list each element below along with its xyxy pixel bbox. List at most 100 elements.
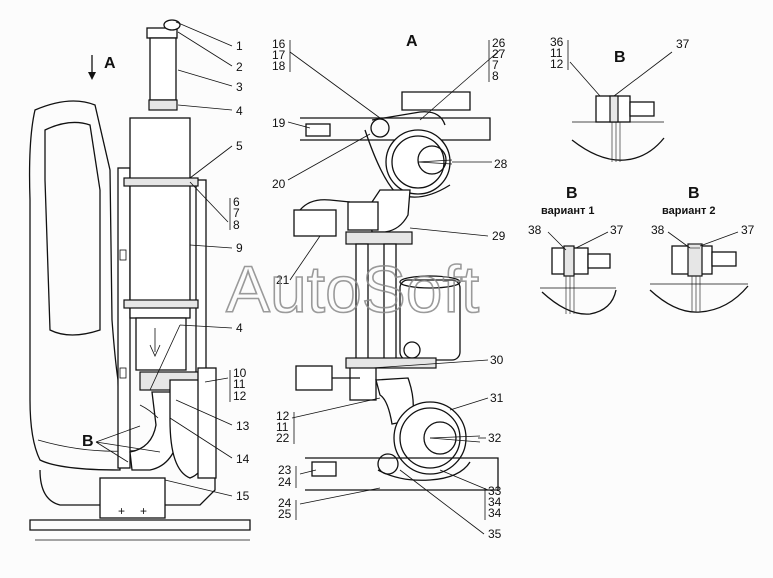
- callout-29: 29: [492, 229, 506, 243]
- callout-37c: 37: [741, 223, 755, 237]
- flap: [163, 19, 181, 31]
- right-callouts-top: 36 11 12 37: [550, 35, 690, 71]
- center-leaders: [287, 49, 501, 535]
- callout-7: 7: [233, 206, 240, 220]
- callout-38a: 38: [528, 223, 542, 237]
- strap-upper: [123, 177, 199, 187]
- callout-21: 21: [276, 273, 290, 287]
- callout-33: 33: [488, 484, 502, 498]
- tailpipe: [149, 37, 177, 101]
- top-plate: [401, 91, 471, 111]
- lower-bracket-23: [311, 461, 337, 477]
- view-label-a-left: A: [104, 55, 116, 72]
- side-tank: [197, 367, 217, 479]
- callout-31: 31: [490, 391, 504, 405]
- callout-34b: 34: [488, 506, 502, 520]
- callout-30: 30: [490, 353, 504, 367]
- callout-35: 35: [488, 527, 502, 541]
- callout-16: 16: [272, 37, 286, 51]
- cab-window: [44, 121, 101, 336]
- lower-plate: [345, 357, 437, 369]
- left-callouts: 1 2 3 4 5 6 7 8 9 4 10 11 12 13 14 15: [229, 39, 250, 503]
- callout-25: 25: [278, 507, 292, 521]
- callout-14: 14: [236, 452, 250, 466]
- center-callouts: 16 17 18 19 20 21 26 27 7 8 28 29 30 31 …: [272, 36, 508, 541]
- callout-2: 2: [236, 60, 243, 74]
- strap-lower: [123, 299, 199, 309]
- callout-11r: 11: [550, 46, 563, 60]
- mid-flange-block: [347, 201, 379, 231]
- bracket-post-left: [117, 167, 131, 469]
- callout-18: 18: [272, 59, 286, 73]
- view-b-title-top: B: [614, 49, 626, 66]
- mid-plate: [345, 231, 413, 245]
- callout-6: 6: [233, 195, 240, 209]
- callout-5: 5: [236, 139, 243, 153]
- step-box: [39, 455, 216, 506]
- callout-13: 13: [236, 419, 250, 433]
- callout-3: 3: [236, 80, 243, 94]
- bracket-post-right: [195, 179, 207, 381]
- left-view-assembly: + + A B: [28, 19, 251, 541]
- view-label-a-center: A: [406, 33, 418, 50]
- battery-box: [99, 477, 166, 519]
- callout-34a: 34: [488, 495, 502, 509]
- view-b-variant-1: B вариант 1 38 37: [528, 185, 624, 315]
- callout-8: 8: [233, 218, 240, 232]
- callout-24a: 24: [278, 475, 292, 489]
- callout-11: 11: [233, 377, 246, 391]
- callout-28: 28: [494, 157, 508, 171]
- callout-10: 10: [233, 366, 247, 380]
- callout-12c: 12: [276, 409, 290, 423]
- svg-text:+: +: [118, 504, 125, 518]
- callout-38b: 38: [651, 223, 665, 237]
- view-b-title-v1: B: [566, 185, 578, 202]
- left-leaders: [149, 21, 233, 497]
- callout-23: 23: [278, 463, 292, 477]
- callout-9: 9: [236, 241, 243, 255]
- callout-7c: 7: [492, 58, 499, 72]
- callout-24b: 24: [278, 496, 292, 510]
- callout-1: 1: [236, 39, 243, 53]
- clamp-upper: [148, 99, 178, 111]
- bolt-end-top: [629, 101, 655, 117]
- view-b-top-detail: B: [569, 49, 673, 162]
- callout-22: 22: [276, 431, 290, 445]
- callout-36: 36: [550, 35, 564, 49]
- muffler-body: [129, 117, 191, 319]
- view-b-title-v2: B: [688, 185, 700, 202]
- view-b-marker-left: B: [82, 433, 94, 450]
- watermark-text: AutoSoft: [226, 252, 479, 326]
- callout-17: 17: [272, 48, 286, 62]
- callout-37b: 37: [610, 223, 624, 237]
- callout-20: 20: [272, 177, 286, 191]
- upper-bolt: [370, 118, 390, 138]
- center-view-assembly: A: [287, 33, 501, 535]
- lower-beam: [305, 457, 499, 491]
- callout-37a: 37: [676, 37, 690, 51]
- lower-flange-block: [349, 365, 377, 401]
- callout-12r: 12: [550, 57, 564, 71]
- svg-text:+: +: [140, 504, 147, 518]
- callout-26: 26: [492, 36, 506, 50]
- lower-bolt: [377, 453, 399, 475]
- cab-body: [28, 100, 121, 471]
- frame-rail: [29, 519, 251, 531]
- lower-pipe-section: [135, 317, 187, 371]
- view-b-caption-v2: вариант 2: [662, 205, 716, 217]
- callout-32: 32: [488, 431, 502, 445]
- view-a-arrow: [88, 55, 96, 80]
- view-b-caption-v1: вариант 1: [541, 205, 595, 217]
- lower-strap: [377, 461, 471, 481]
- callout-12: 12: [233, 389, 247, 403]
- callout-11c: 11: [276, 420, 289, 434]
- callout-4: 4: [236, 104, 243, 118]
- upper-bracket-19: [305, 123, 331, 137]
- bolt-end-v1: [587, 253, 611, 269]
- view-b-variant-2: B вариант 2 38 37: [649, 185, 755, 313]
- callout-4b: 4: [236, 321, 243, 335]
- callout-19: 19: [272, 116, 286, 130]
- lower-side-block: [295, 365, 333, 391]
